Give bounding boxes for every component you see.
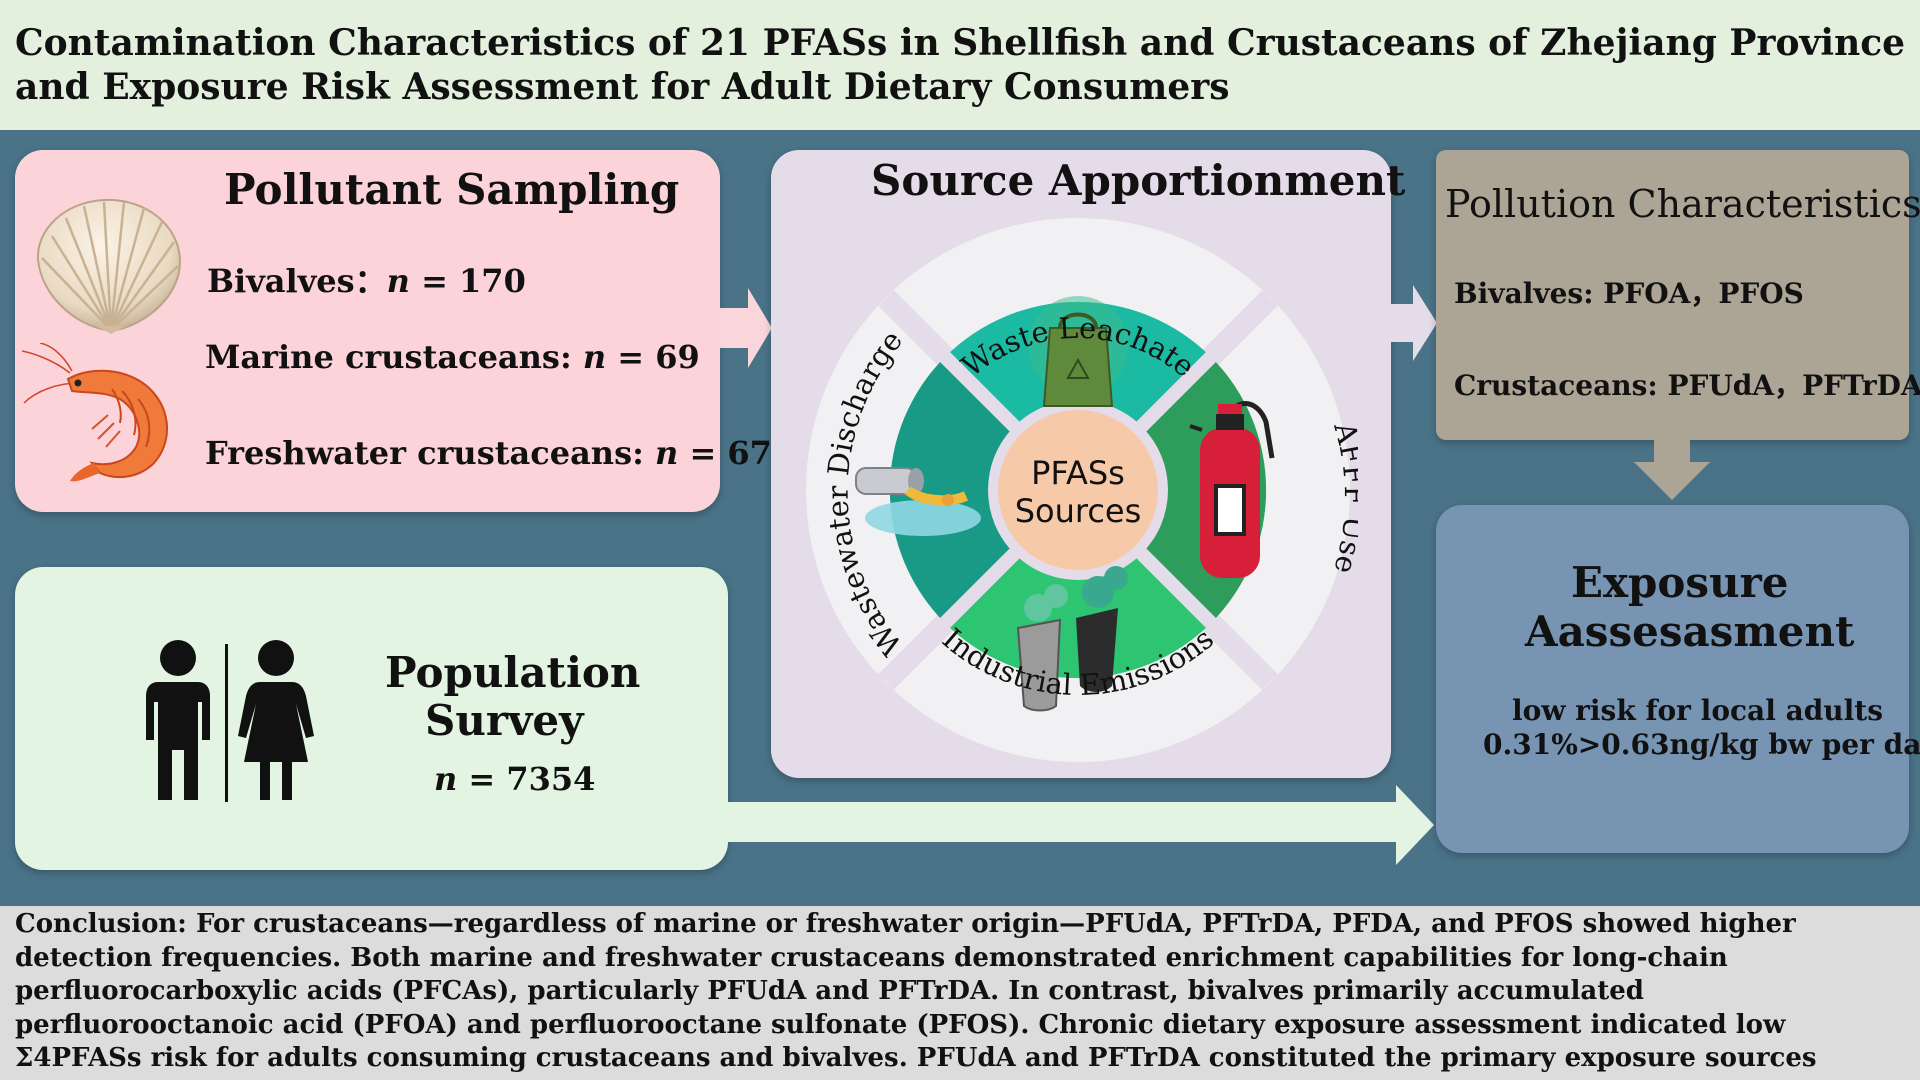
pollution-characteristics-card bbox=[1436, 150, 1909, 440]
sampling-row-freshwater: Freshwater crustaceans: n = 67 bbox=[205, 434, 772, 472]
source-wheel: Waste Leachate Industrial Emissions Wast… bbox=[806, 218, 1358, 762]
characteristics-bivalves: Bivalves: PFOA，PFOS bbox=[1454, 277, 1804, 310]
people-icon bbox=[146, 640, 314, 802]
industrial-chimney-icon bbox=[1016, 566, 1128, 712]
exposure-line-2: 0.31%>0.63ng/kg bw per day bbox=[1483, 728, 1920, 761]
conclusion-text: Conclusion: For crustaceans—regardless o… bbox=[15, 909, 1817, 1080]
population-survey-card bbox=[15, 567, 728, 870]
arrow-source-to-characteristics bbox=[1389, 285, 1437, 361]
arrow-characteristics-to-exposure bbox=[1634, 440, 1710, 500]
characteristics-crustaceans: Crustaceans: PFUdA，PFTrDA bbox=[1454, 369, 1920, 402]
exposure-heading-1: Exposure bbox=[1571, 558, 1789, 607]
conclusion-panel: Conclusion: For crustaceans—regardless o… bbox=[0, 906, 1920, 1080]
source-apportionment-heading: Source Apportionment bbox=[871, 156, 1406, 205]
pollutant-sampling-heading: Pollutant Sampling bbox=[224, 165, 680, 214]
fire-extinguisher-icon bbox=[1189, 401, 1275, 578]
pollution-characteristics-heading: Pollution Characteristics bbox=[1445, 182, 1920, 226]
wastewater-pipe-icon bbox=[855, 467, 981, 536]
shrimp-icon bbox=[22, 343, 168, 482]
exposure-heading-2: Aassesasment bbox=[1525, 607, 1855, 656]
population-survey-n: n = 7354 bbox=[434, 760, 596, 798]
title-line-2: and Exposure Risk Assessment for Adult D… bbox=[15, 66, 1230, 108]
arrow-survey-to-exposure bbox=[726, 785, 1434, 865]
exposure-assessment-card bbox=[1436, 505, 1909, 853]
sampling-row-bivalves: Bivalves：n = 170 bbox=[207, 262, 526, 300]
population-survey-heading-1: Population bbox=[385, 648, 641, 697]
scallop-shell-icon bbox=[36, 198, 182, 334]
waste-bag-icon bbox=[1028, 296, 1128, 407]
sampling-row-marine: Marine crustaceans: n = 69 bbox=[205, 338, 700, 376]
title-banner: Contamination Characteristics of 21 PFAS… bbox=[0, 0, 1920, 130]
center-label-line2: Sources bbox=[1015, 492, 1142, 530]
title-line-1: Contamination Characteristics of 21 PFAS… bbox=[15, 22, 1906, 64]
arrow-sampling-to-source bbox=[718, 288, 772, 368]
population-survey-heading-2: Survey bbox=[425, 696, 584, 745]
exposure-line-1: low risk for local adults bbox=[1512, 694, 1883, 727]
center-label-line1: PFASs bbox=[1031, 454, 1125, 492]
